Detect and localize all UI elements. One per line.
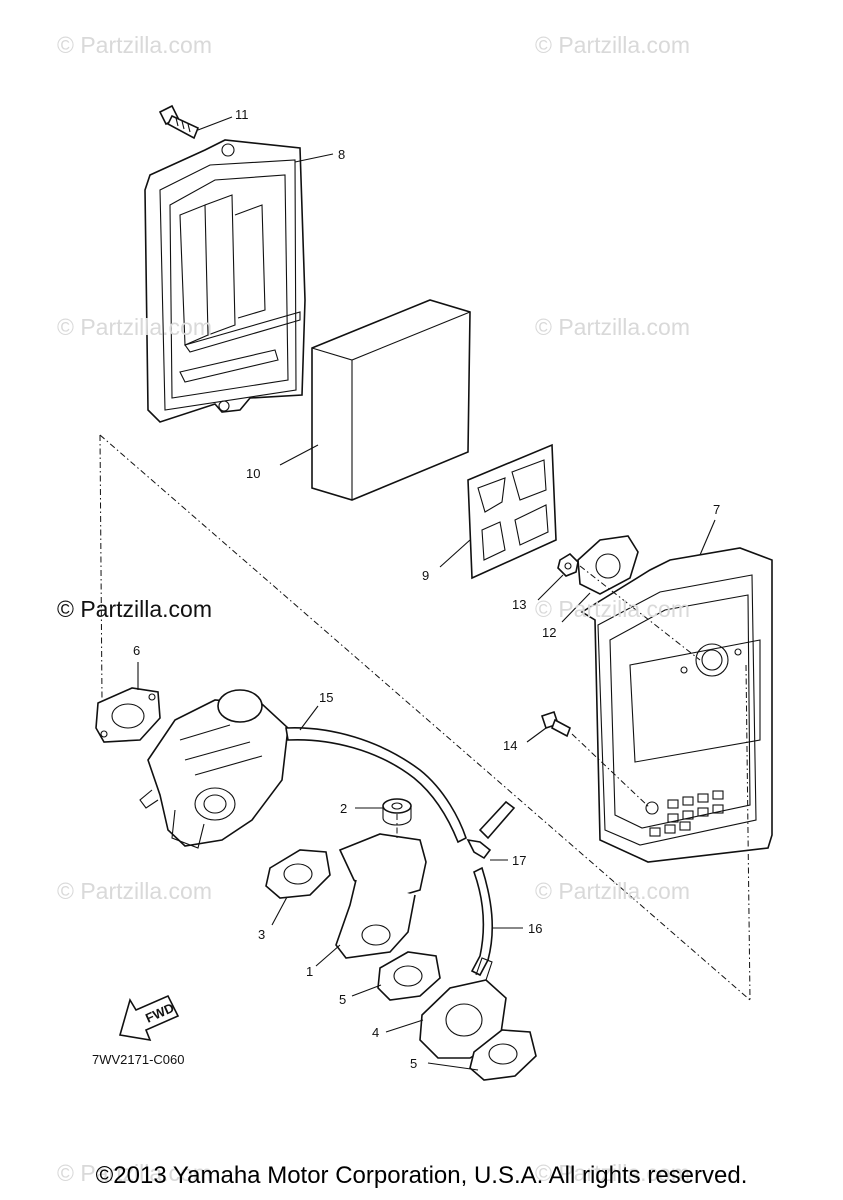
part-8-silencer-case bbox=[144, 139, 306, 423]
callout-8: 8 bbox=[338, 147, 345, 162]
callout-5-upper: 5 bbox=[339, 992, 346, 1007]
part-7-silencer-case-lower bbox=[580, 547, 773, 863]
part-16-hose bbox=[470, 866, 494, 977]
watermark-top-right: © Partzilla.com bbox=[535, 32, 690, 58]
part-12-gasket bbox=[577, 535, 639, 595]
watermark-low-right: © Partzilla.com bbox=[535, 878, 690, 904]
watermark-bottom-left: © Partzilla.com bbox=[57, 1160, 212, 1186]
leader-lines bbox=[137, 116, 716, 1071]
part-1-bracket bbox=[335, 833, 427, 959]
callout-1: 1 bbox=[306, 964, 313, 979]
callout-5-lower: 5 bbox=[410, 1056, 417, 1071]
part-11-screw bbox=[158, 104, 200, 140]
callout-13: 13 bbox=[512, 597, 526, 612]
watermark-top-left: © Partzilla.com bbox=[57, 32, 212, 58]
carburetor-assembly bbox=[139, 689, 289, 849]
part-15-hose bbox=[285, 727, 467, 844]
callout-numbers: 1 2 3 4 5 5 6 7 8 9 10 11 12 13 14 15 16… bbox=[133, 107, 720, 1071]
vent-grid bbox=[649, 790, 724, 837]
part-6-gasket bbox=[95, 687, 161, 743]
part-9-screen-gasket bbox=[467, 443, 557, 580]
part-17-joint bbox=[466, 800, 516, 860]
watermark-mid-right: © Partzilla.com bbox=[535, 314, 690, 340]
part-13-nut bbox=[557, 552, 579, 577]
callout-4: 4 bbox=[372, 1025, 379, 1040]
callout-9: 9 bbox=[422, 568, 429, 583]
callout-11: 11 bbox=[235, 107, 249, 122]
watermark-low-left: © Partzilla.com bbox=[57, 878, 212, 904]
callout-7: 7 bbox=[713, 502, 720, 517]
copyright-footer: ©2013 Yamaha Motor Corporation, U.S.A. A… bbox=[95, 1162, 748, 1189]
callout-2: 2 bbox=[340, 801, 347, 816]
part-4-joint bbox=[419, 957, 507, 1059]
callout-14: 14 bbox=[503, 738, 517, 753]
callout-12: 12 bbox=[542, 625, 556, 640]
callout-6: 6 bbox=[133, 643, 140, 658]
part-5-gasket-upper bbox=[377, 951, 441, 1001]
fwd-arrow: FWD bbox=[118, 994, 180, 1042]
watermark-mid-left: © Partzilla.com bbox=[57, 314, 212, 340]
part-14-bolt bbox=[540, 710, 571, 738]
part-10-filter-element bbox=[311, 299, 471, 501]
part-2-grommet bbox=[382, 798, 412, 826]
part-5-gasket-lower bbox=[469, 1029, 537, 1081]
diagram-code: 7WV2171-C060 bbox=[92, 1052, 185, 1067]
callout-16: 16 bbox=[528, 921, 542, 936]
assembly-lines bbox=[99, 434, 751, 1001]
part-3-gasket bbox=[265, 849, 331, 899]
callout-15: 15 bbox=[319, 690, 333, 705]
watermark-prominent: © Partzilla.com bbox=[57, 596, 212, 622]
callout-10: 10 bbox=[246, 466, 260, 481]
watermark-bottom-right: © Partzilla.com bbox=[535, 1160, 690, 1186]
callout-3: 3 bbox=[258, 927, 265, 942]
watermark-mid-right-2: © Partzilla.com bbox=[535, 596, 690, 622]
callout-17: 17 bbox=[512, 853, 526, 868]
